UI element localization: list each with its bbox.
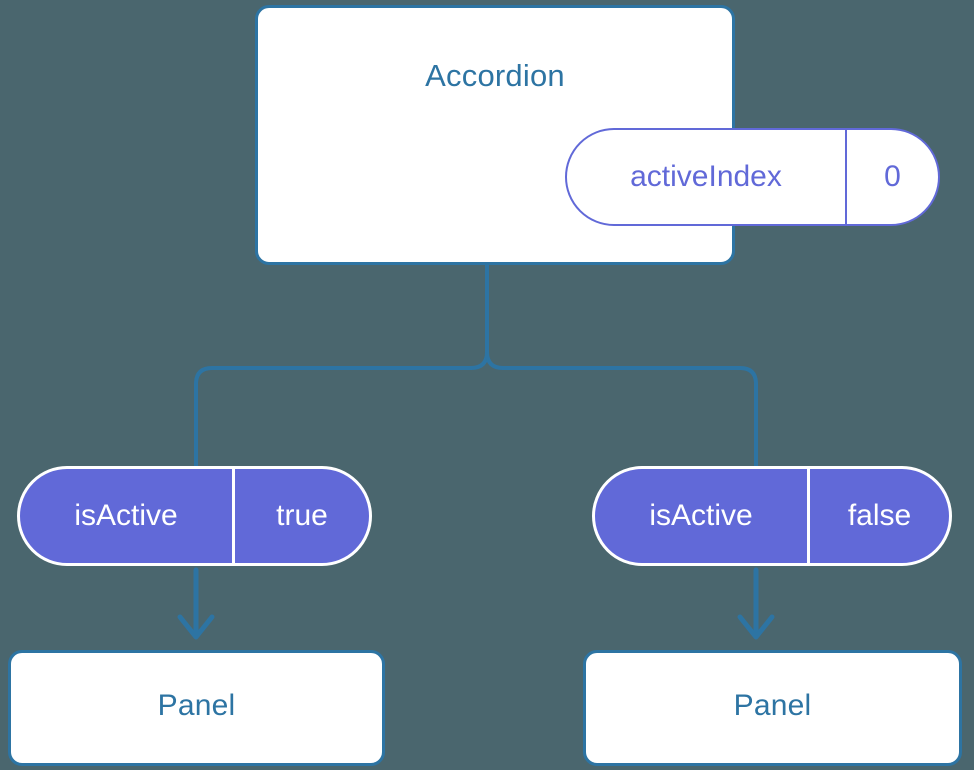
state-pill-active-index-value: 0 xyxy=(845,130,938,224)
connector-left-branch xyxy=(194,263,489,468)
panel-node-right-title: Panel xyxy=(733,689,812,722)
accordion-node-title: Accordion xyxy=(425,58,565,93)
accordion-node[interactable]: Accordion activeIndex 0 xyxy=(255,5,940,265)
prop-pill-is-active-right[interactable]: isActive false xyxy=(592,466,952,566)
prop-pill-is-active-left-key: isActive xyxy=(74,499,178,532)
arrow-left-pill-to-panel xyxy=(177,567,215,640)
connector-right-branch xyxy=(485,263,758,468)
prop-pill-is-active-right-value: false xyxy=(807,469,949,563)
state-pill-active-index-key: activeIndex xyxy=(630,160,782,193)
arrow-right-pill-to-panel xyxy=(737,567,775,640)
panel-node-left-title: Panel xyxy=(157,689,236,722)
prop-pill-is-active-left-value: true xyxy=(232,469,369,563)
panel-node-left[interactable]: Panel xyxy=(8,650,385,766)
panel-node-right[interactable]: Panel xyxy=(583,650,962,766)
state-pill-active-index[interactable]: activeIndex 0 xyxy=(565,128,940,226)
prop-pill-is-active-right-key: isActive xyxy=(649,499,753,532)
prop-pill-is-active-left[interactable]: isActive true xyxy=(17,466,372,566)
